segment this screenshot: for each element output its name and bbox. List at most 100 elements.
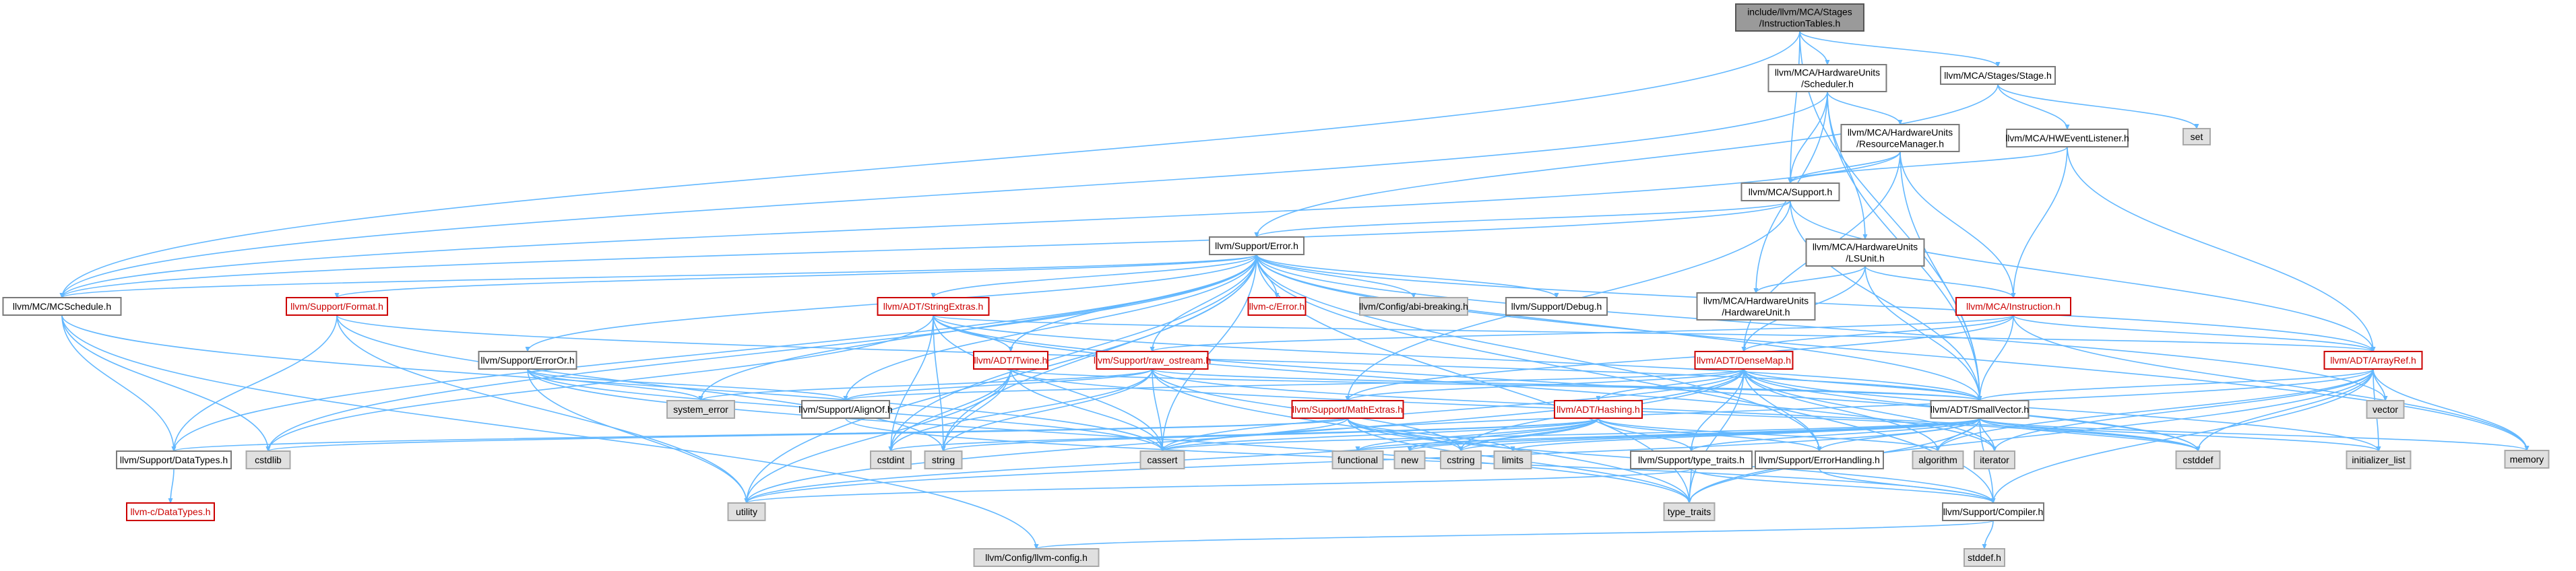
graph-node[interactable]: llvm/MCA/HWEventListener.h (2005, 129, 2129, 147)
node-box (924, 450, 963, 469)
graph-node[interactable]: llvm-c/DataTypes.h (126, 502, 215, 521)
graph-node[interactable]: llvm/Support/raw_ostream.h (1094, 351, 1211, 370)
graph-node[interactable]: llvm/Support/Debug.h (1505, 297, 1608, 316)
dependency-edge (1347, 417, 1513, 452)
dependency-edge (1899, 151, 2014, 298)
node-label: /HardwareUnit.h (1722, 307, 1790, 318)
graph-node[interactable]: llvm/MCA/Support.h (1740, 182, 1840, 201)
node-label: llvm/MCA/Instruction.h (1966, 301, 2061, 312)
edge-arrowhead (2376, 446, 2381, 452)
dependency-edge (2013, 314, 2527, 451)
graph-node[interactable]: llvm/MC/MCSchedule.h (2, 297, 122, 316)
node-box (1291, 400, 1404, 419)
graph-node: llvm/Config/abi-breaking.h (1359, 297, 1468, 316)
graph-node[interactable]: llvm/ADT/StringExtras.h (877, 297, 990, 316)
node-label: /ResourceManager.h (1856, 139, 1944, 149)
dependency-edge (890, 368, 1153, 452)
edge-arrowhead (1345, 396, 1350, 402)
graph-node[interactable]: llvm/ADT/SmallVector.h (1930, 400, 2030, 419)
node-label: cstddef (2182, 455, 2213, 465)
graph-node[interactable]: llvm/Support/MathExtras.h (1291, 400, 1404, 419)
node-label: llvm/ADT/ArrayRef.h (2330, 355, 2416, 366)
graph-node[interactable]: llvm/Support/ErrorOr.h (478, 351, 577, 370)
graph-node[interactable]: llvm/Support/AlignOf.h (798, 400, 893, 419)
node-box (973, 351, 1048, 370)
node-label: type_traits (1668, 506, 1711, 517)
node-label: memory (2510, 454, 2544, 465)
dependency-edge (1992, 368, 2374, 504)
dependency-edge (700, 368, 1153, 401)
node-box (877, 297, 990, 316)
graph-node: set (2182, 128, 2211, 145)
graph-node[interactable]: llvm/MCA/HardwareUnits/LSUnit.h (1805, 238, 1925, 267)
dependency-edge (61, 200, 1791, 298)
dependency-edge (1256, 254, 1557, 298)
graph-node[interactable]: llvm-c/Error.h (1247, 297, 1307, 316)
dependency-edge (1799, 30, 1999, 67)
dependency-edge (61, 314, 1037, 549)
node-box (1139, 450, 1185, 469)
graph-node[interactable]: llvm/MCA/HardwareUnits/HardwareUnit.h (1696, 292, 1816, 321)
node-label: llvm/Config/abi-breaking.h (1359, 301, 1468, 312)
node-label: cstdint (877, 455, 905, 465)
graph-node[interactable]: llvm/Support/Format.h (286, 297, 388, 316)
graph-node[interactable]: llvm/MCA/HardwareUnits/ResourceManager.h (1840, 124, 1960, 152)
node-box (727, 502, 766, 521)
node-box (2346, 450, 2412, 469)
graph-node: initializer_list (2346, 450, 2412, 469)
node-box (1694, 351, 1794, 370)
node-box (1505, 297, 1608, 316)
graph-node[interactable]: llvm/Support/Error.h (1209, 236, 1305, 255)
graph-node: cassert (1139, 450, 1185, 469)
edge-arrowhead (1995, 62, 2001, 68)
graph-node[interactable]: llvm/Support/type_traits.h (1630, 450, 1753, 469)
dependency-edge (943, 417, 1599, 452)
edge-arrowhead (1254, 232, 1259, 238)
graph-node[interactable]: llvm/ADT/DenseMap.h (1694, 351, 1794, 370)
node-box (1964, 548, 2005, 567)
node-label: /InstructionTables.h (1759, 18, 1841, 29)
node-label: string (932, 455, 955, 465)
dependency-edge (268, 417, 1348, 452)
dependency-edge (1357, 417, 1599, 452)
node-box (1940, 66, 2056, 85)
graph-node: utility (727, 502, 766, 521)
dependency-edge (1994, 368, 2374, 452)
dependency-edge (1010, 368, 1980, 401)
dependency-edge (1790, 151, 1901, 184)
node-box (2323, 351, 2423, 370)
node-label: llvm/Support/raw_ostream.h (1094, 355, 1211, 366)
graph-node[interactable]: llvm/MCA/Stages/Stage.h (1940, 66, 2056, 85)
edge-arrowhead (1897, 120, 1903, 126)
dependency-edge (2373, 368, 2527, 451)
edge-arrowhead (744, 498, 749, 504)
node-box (1767, 64, 1887, 92)
graph-node[interactable]: llvm/MCA/HardwareUnits/Scheduler.h (1767, 64, 1887, 92)
dependency-edge (1864, 265, 2014, 298)
dependency-edge (890, 254, 1257, 452)
dependency-edge (1152, 254, 1257, 352)
graph-node[interactable]: llvm/Support/Compiler.h (1942, 502, 2044, 521)
edge-arrowhead (941, 446, 946, 452)
dependency-edge (1691, 468, 1994, 504)
graph-node[interactable]: llvm/ADT/Hashing.h (1554, 400, 1643, 419)
graph-node[interactable]: llvm/Support/DataTypes.h (116, 450, 232, 469)
graph-node[interactable]: llvm/Support/ErrorHandling.h (1755, 450, 1884, 469)
node-box (1974, 450, 2015, 469)
node-label: functional (1338, 455, 1378, 465)
node-box (126, 502, 215, 521)
edge-arrowhead (1008, 347, 1013, 353)
graph-node[interactable]: llvm/ADT/ArrayRef.h (2323, 351, 2423, 370)
node-label: llvm/ADT/DenseMap.h (1697, 355, 1791, 366)
node-box (1331, 450, 1384, 469)
edge-arrowhead (931, 293, 936, 299)
graph-node[interactable]: llvm/MCA/Instruction.h (1955, 297, 2071, 316)
graph-node[interactable]: include/llvm/MCA/Stages/InstructionTable… (1735, 3, 1864, 32)
graph-node[interactable]: llvm/ADT/Twine.h (973, 351, 1048, 370)
dependency-edge (1790, 200, 1980, 401)
edge-arrowhead (1935, 446, 1941, 452)
dependency-edge (527, 368, 1690, 504)
node-label: llvm/Support/Error.h (1215, 240, 1298, 251)
node-box (1755, 450, 1884, 469)
dependency-edge (1790, 30, 1800, 184)
